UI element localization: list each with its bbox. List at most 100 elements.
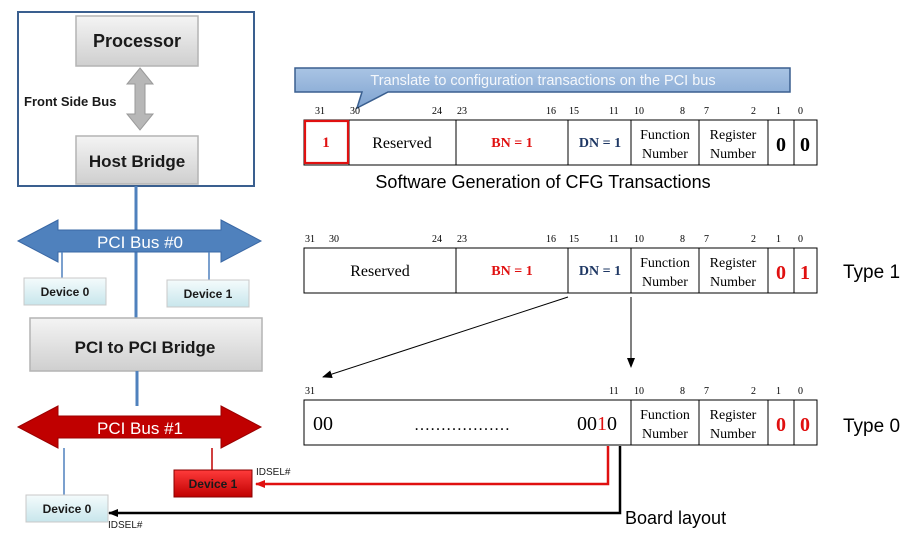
row2-type-label: Type 1 [843, 262, 900, 283]
row1-bit-7: 7 [704, 106, 709, 117]
board-layout-label: Board layout [625, 508, 726, 528]
row2-register [303, 247, 818, 294]
pci-bus-0-arrow [16, 219, 263, 263]
row1-reserved: Reserved [372, 135, 432, 152]
row1-register-2: Number [710, 147, 756, 162]
row2-bn: BN = 1 [491, 264, 532, 279]
row2-function-1: Function [640, 256, 690, 271]
row3-register-1: Register [710, 408, 757, 423]
row1-caption: Software Generation of CFG Transactions [375, 172, 710, 192]
idsel-black-label: IDSEL# [108, 520, 143, 531]
row1-bit-0: 0 [798, 106, 803, 117]
row2-bit-0: 0 [798, 234, 803, 245]
bridge-label: PCI to PCI Bridge [75, 338, 216, 357]
row1-bit-8: 8 [680, 106, 685, 117]
pci-bus-1-label: PCI Bus #1 [97, 419, 183, 438]
row1-bit-24: 24 [432, 106, 442, 117]
row3-bit1-value: 0 [776, 414, 786, 436]
row1-bit-15: 15 [569, 106, 579, 117]
row3-idsel-prefix: 00 [577, 413, 597, 435]
processor-box [75, 15, 199, 67]
row3-bit0-value: 0 [800, 414, 810, 436]
host-system: Processor Front Side Bus Host Bridge [17, 11, 255, 318]
row2-bit-16: 16 [546, 234, 556, 245]
row3-left-value: 00 [313, 413, 333, 435]
row3-bit-7: 7 [704, 386, 709, 397]
row3-bit-0: 0 [798, 386, 803, 397]
row1-bit-16: 16 [546, 106, 556, 117]
row3-idsel-value: 0010 [577, 413, 617, 435]
row3-bit-11: 11 [609, 386, 619, 397]
bridge-box [29, 317, 263, 372]
row2-bit-2: 2 [751, 234, 756, 245]
row3-bit-31: 31 [305, 386, 315, 397]
row3-register [303, 399, 818, 446]
row2-bit-1: 1 [776, 234, 781, 245]
row2-register-2: Number [710, 275, 756, 290]
cfg-register-row2: 31 30 24 23 16 15 11 10 8 7 2 1 0 Reserv… [303, 234, 900, 294]
row2-bit1-value: 0 [776, 262, 786, 284]
row3-function-1: Function [640, 408, 690, 423]
row1-enable-highlight [303, 119, 350, 165]
row1-register-1: Register [710, 128, 757, 143]
row1-bit1-value: 0 [776, 134, 786, 156]
callout-text: Translate to configuration transactions … [370, 73, 715, 89]
row2-reserved: Reserved [350, 263, 410, 280]
bus1-device0-box [25, 494, 109, 523]
row2-bit-30: 30 [329, 234, 339, 245]
row2-bit-24: 24 [432, 234, 442, 245]
idsel-red-arrow [255, 446, 610, 488]
pci-to-pci-bridge: PCI to PCI Bridge [29, 317, 263, 406]
row1-bit-23: 23 [457, 106, 467, 117]
row2-bit-15: 15 [569, 234, 579, 245]
row3-idsel-bit: 1 [597, 413, 607, 435]
row2-bit-23: 23 [457, 234, 467, 245]
front-side-bus-arrow [125, 67, 155, 131]
bus0-device0-label: Device 0 [41, 285, 90, 299]
row2-bit-11: 11 [609, 234, 619, 245]
row1-enable-bit: 1 [322, 135, 330, 151]
pci-bus-1: PCI Bus #1 Device 1 Device 0 IDSEL# IDSE… [16, 405, 291, 531]
host-bridge-box [75, 135, 199, 185]
processor-label: Processor [93, 31, 181, 51]
row3-bit-1: 1 [776, 386, 781, 397]
row1-dn: DN = 1 [579, 136, 621, 151]
host-bridge-label: Host Bridge [89, 152, 185, 171]
row3-register-2: Number [710, 427, 756, 442]
row1-function-2: Number [642, 147, 688, 162]
row3-bit-8: 8 [680, 386, 685, 397]
idsel-red-label: IDSEL# [256, 467, 291, 478]
row2-bit-10: 10 [634, 234, 644, 245]
bus0-device1-box [166, 279, 250, 308]
row2-register-1: Register [710, 256, 757, 271]
row1-function-1: Function [640, 128, 690, 143]
row1-bit-30: 30 [350, 106, 360, 117]
row1-bit-31: 31 [315, 106, 325, 117]
row1-bit-2: 2 [751, 106, 756, 117]
bus1-device0-label: Device 0 [43, 502, 92, 516]
idsel-black-arrow [108, 446, 622, 517]
bus1-device1-box [173, 469, 253, 498]
translate-callout: Translate to configuration transactions … [294, 67, 791, 110]
pci-bus-0-label: PCI Bus #0 [97, 233, 183, 252]
row3-dots: ……………… [414, 417, 510, 434]
pci-bus-0: PCI Bus #0 Device 0 Device 1 [16, 219, 263, 308]
cfg-register-row3: 31 11 10 8 7 2 1 0 00 ……………… 0010 Functi… [303, 386, 900, 446]
row1-bit0-value: 0 [800, 134, 810, 156]
row1-bit-10: 10 [634, 106, 644, 117]
row3-bit-2: 2 [751, 386, 756, 397]
front-side-bus-label: Front Side Bus [24, 94, 116, 109]
row1-register [303, 119, 818, 166]
row1-bn: BN = 1 [491, 136, 532, 151]
row2-dn: DN = 1 [579, 264, 621, 279]
row1-bit-11: 11 [609, 106, 619, 117]
row2-bit0-value: 1 [800, 262, 810, 284]
bus0-device1-label: Device 1 [184, 287, 233, 301]
row3-bit-10: 10 [634, 386, 644, 397]
cfg-register-row1: 31 30 24 23 16 15 11 10 8 7 2 1 0 1 Rese… [303, 106, 818, 192]
bus1-device1-label: Device 1 [189, 477, 238, 491]
row2-bit-8: 8 [680, 234, 685, 245]
row1-bit-1: 1 [776, 106, 781, 117]
pci-bus-1-arrow [16, 405, 263, 449]
